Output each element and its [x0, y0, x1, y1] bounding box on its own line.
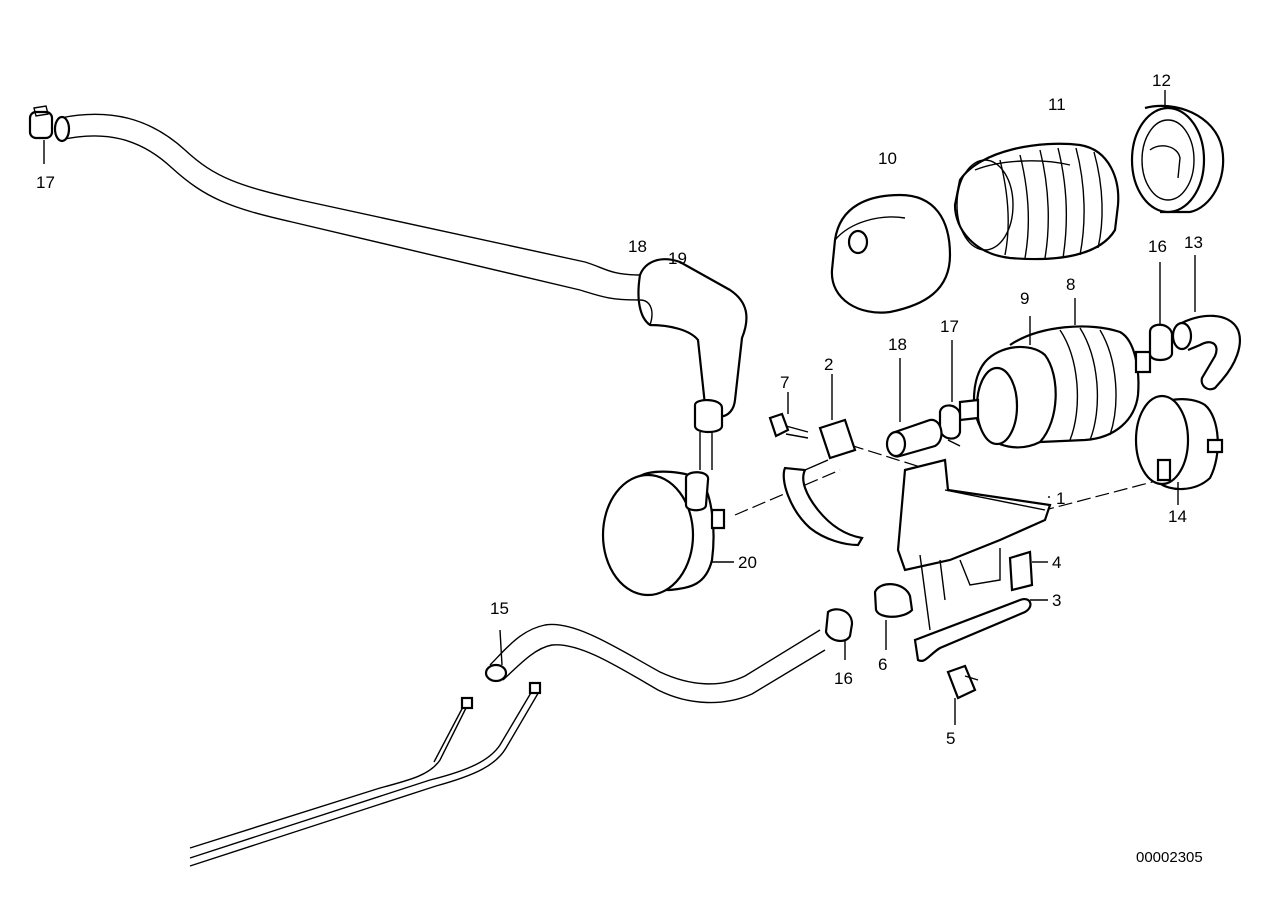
label-19: 19 [668, 249, 687, 268]
label-6: 6 [878, 655, 887, 674]
pressure-regulator-14 [1134, 394, 1224, 505]
plate-3 [913, 598, 1048, 662]
label-10: 10 [878, 149, 897, 168]
rubber-mount-4 [1008, 550, 1048, 592]
hose-clamp-17-top [28, 105, 54, 164]
fuel-lines [189, 681, 542, 867]
label-13: 13 [1184, 233, 1203, 252]
part-labels: 17 18 19 10 11 12 13 16 9 8 17 18 7 2 1 … [36, 71, 1203, 866]
cap-12 [1130, 90, 1225, 214]
rubber-mount-5 [946, 664, 979, 725]
clamp-17-mid [938, 340, 962, 447]
label-20: 20 [738, 553, 757, 572]
label-4: 4 [1052, 553, 1061, 572]
label-18-mid: 18 [888, 335, 907, 354]
bolt-7 [768, 392, 809, 439]
label-1: 1 [1056, 489, 1065, 508]
label-17-top: 17 [36, 173, 55, 192]
canister-20 [601, 470, 734, 597]
upper-hose [53, 113, 641, 301]
sleeve-18-mid [885, 358, 943, 458]
bracket-1 [896, 458, 1052, 631]
label-16-bottom: 16 [834, 669, 853, 688]
label-17-mid: 17 [940, 317, 959, 336]
rubber-sleeve-11 [953, 142, 1120, 261]
clamp-16-bottom [824, 608, 854, 660]
cover-10 [830, 193, 952, 314]
reference-number: 00002305 [1136, 849, 1203, 866]
label-8: 8 [1066, 275, 1075, 294]
holder-2 [782, 374, 864, 547]
label-14: 14 [1168, 507, 1187, 526]
label-16-top: 16 [1148, 237, 1167, 256]
label-18-top: 18 [628, 237, 647, 256]
label-15: 15 [490, 599, 509, 618]
label-2: 2 [824, 355, 833, 374]
label-3: 3 [1052, 591, 1061, 610]
label-12: 12 [1152, 71, 1171, 90]
hose-13 [1171, 255, 1241, 391]
label-9: 9 [1020, 289, 1029, 308]
label-11: 11 [1048, 95, 1066, 114]
clip-6 [873, 583, 914, 650]
elbow-19 [637, 258, 748, 470]
label-7: 7 [780, 373, 789, 392]
clamp-16-top [1148, 262, 1174, 362]
fuel-pump-8-9 [958, 298, 1152, 449]
lower-hose-15 [484, 623, 826, 704]
label-5: 5 [946, 729, 955, 748]
